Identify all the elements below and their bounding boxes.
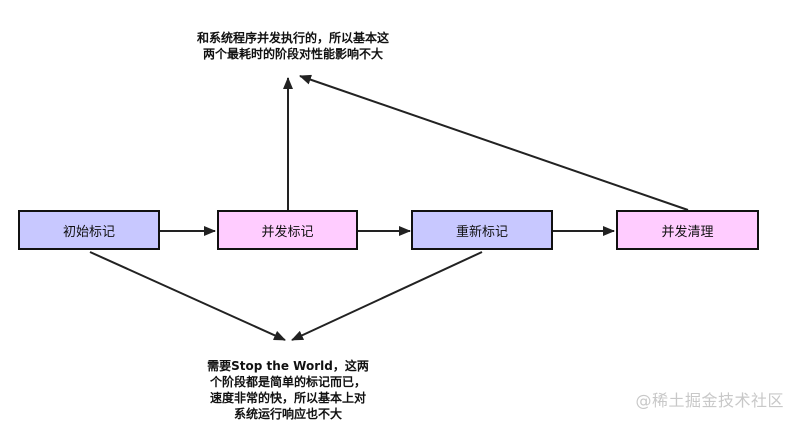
bottom-note: 需要Stop the World，这两 个阶段都是简单的标记而已， 速度非常的快…: [188, 358, 388, 422]
watermark-text: @稀土掘金技术社区: [635, 391, 784, 410]
top-note-line-1: 和系统程序并发执行的，所以基本这: [196, 31, 389, 45]
bottom-note-line-4: 系统运行响应也不大: [233, 407, 342, 421]
arrow-initial-to-bottom-note: [89, 251, 286, 341]
node-initial-mark: 初始标记: [18, 210, 160, 250]
node-remark: 重新标记: [411, 210, 553, 250]
node-concurrent-mark-label: 并发标记: [261, 224, 314, 240]
top-note: 和系统程序并发执行的，所以基本这 两个最耗时的阶段对性能影响不大: [178, 30, 408, 62]
top-note-line-2: 两个最耗时的阶段对性能影响不大: [202, 47, 383, 61]
arrow-concurrent-sweep-to-top-note: [299, 74, 689, 211]
node-concurrent-sweep-label: 并发清理: [661, 224, 714, 240]
arrow-remark-to-bottom-note: [291, 251, 483, 341]
node-remark-label: 重新标记: [455, 224, 508, 240]
bottom-note-line-2: 个阶段都是简单的标记而已，: [209, 375, 366, 389]
node-concurrent-sweep: 并发清理: [616, 210, 759, 250]
bottom-note-line-3: 速度非常的快，所以基本上对: [209, 391, 366, 405]
bottom-note-line-1: 需要Stop the World，这两: [207, 359, 369, 373]
node-concurrent-mark: 并发标记: [217, 210, 358, 250]
node-initial-mark-label: 初始标记: [62, 224, 115, 240]
